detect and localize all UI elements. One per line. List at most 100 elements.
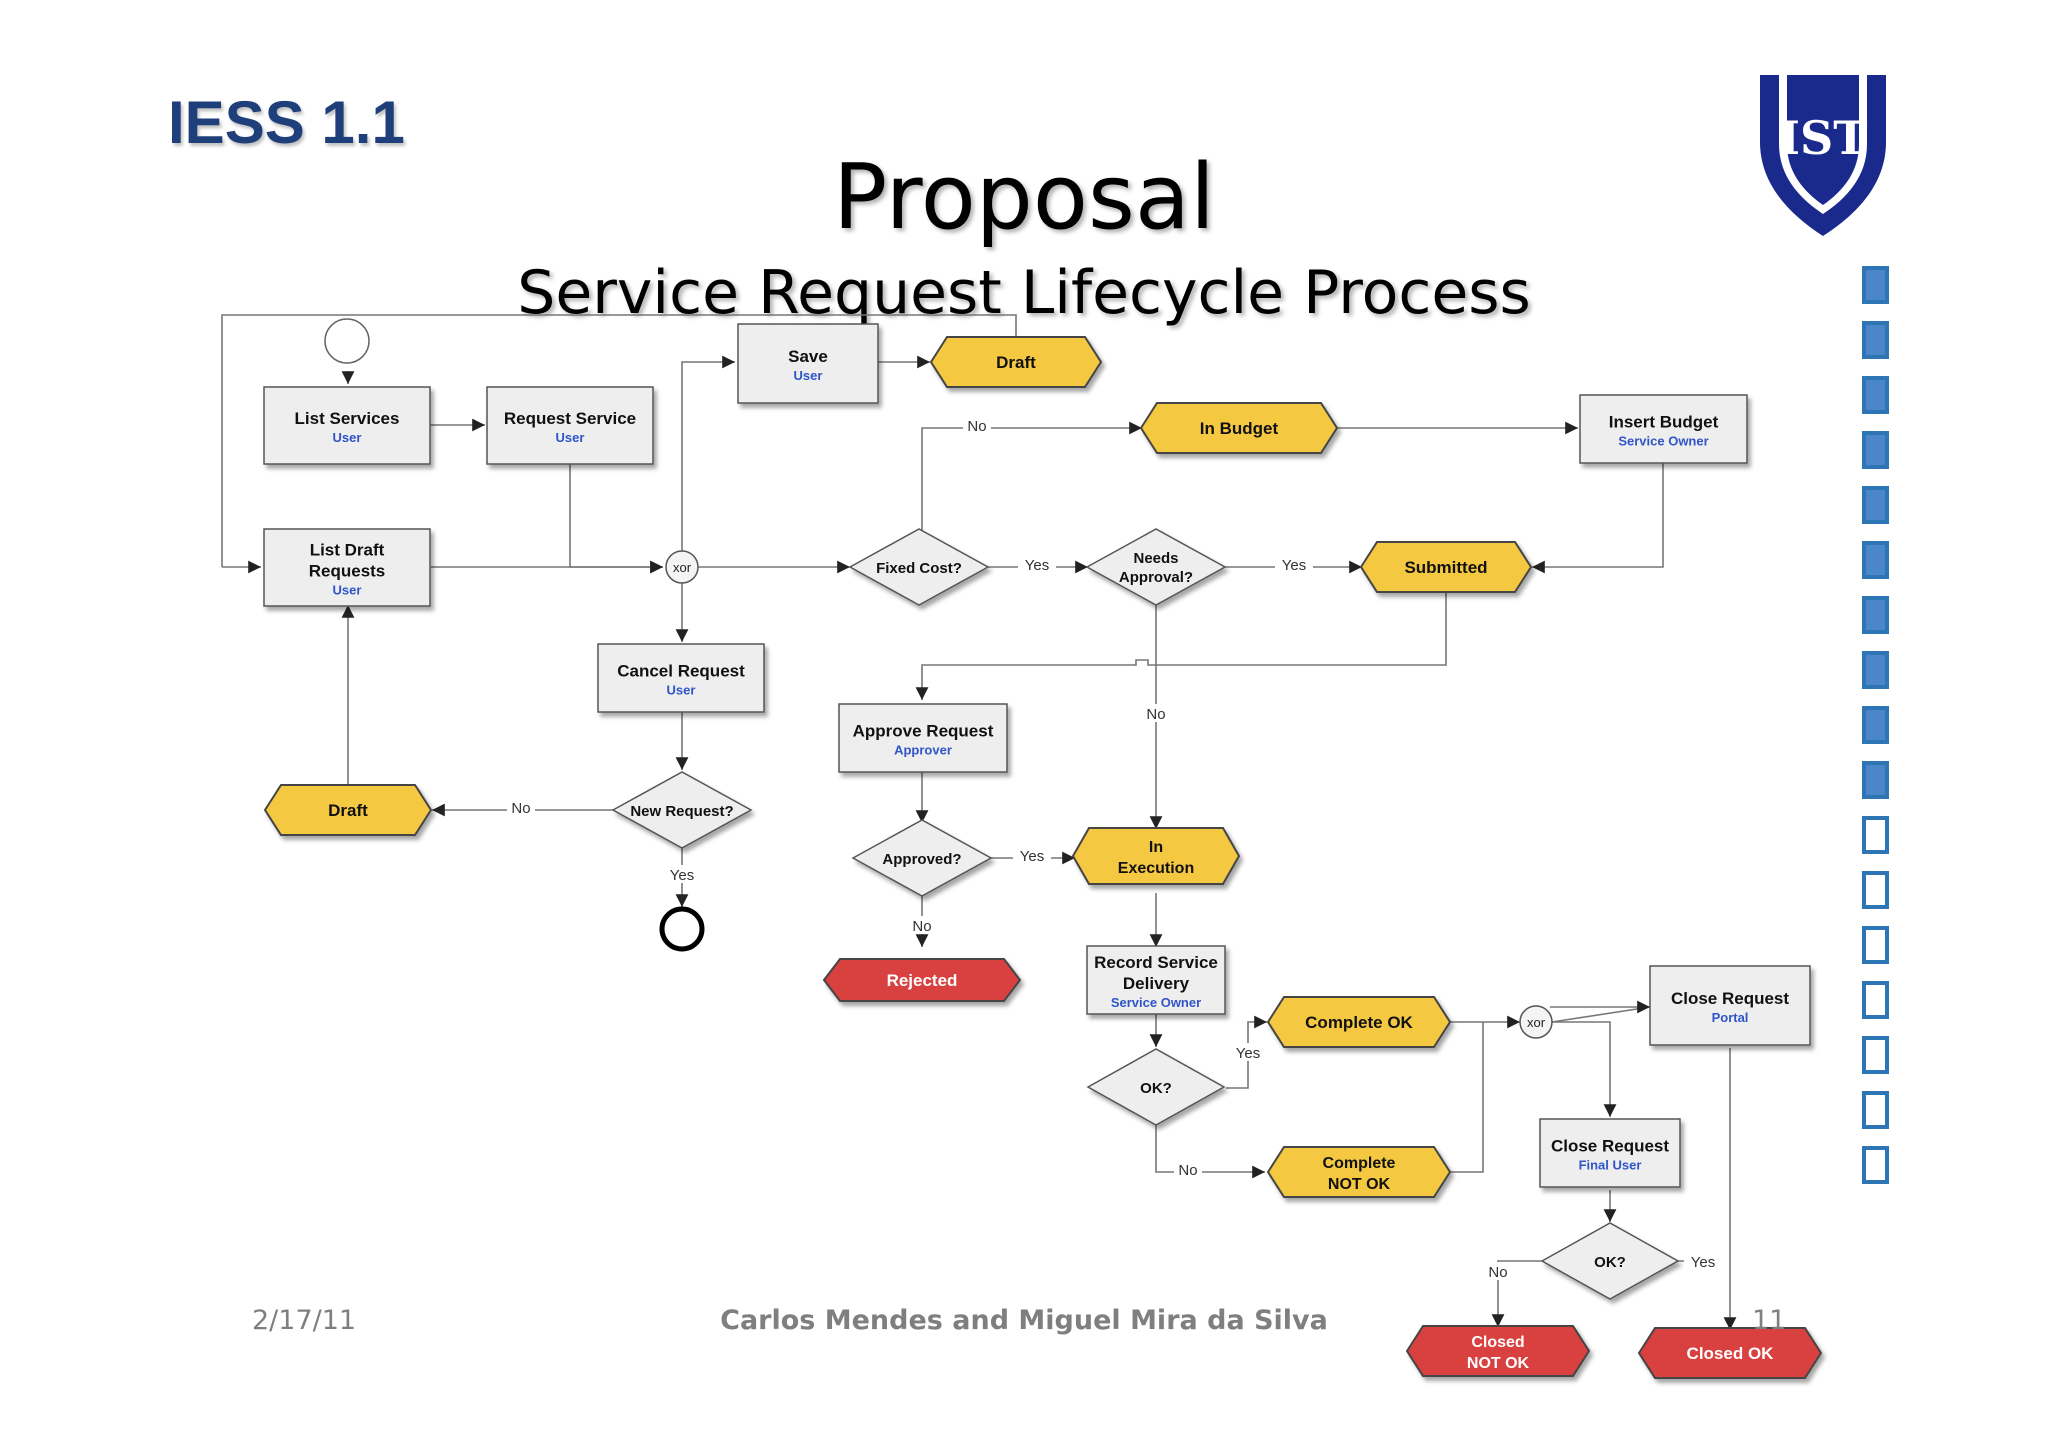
flow-connector (1552, 1021, 1617, 1117)
state-label: NOT OK (1328, 1176, 1391, 1193)
edge-label-text: Yes (1691, 1254, 1715, 1271)
decision-fixed-cost: Fixed Cost? (848, 528, 990, 606)
task-label: Cancel Request (617, 662, 745, 681)
state-label: Rejected (887, 971, 958, 990)
state-label: Submitted (1404, 558, 1487, 577)
task-label: Requests (309, 562, 386, 581)
slide-title: Proposal (832, 145, 1216, 250)
decision-approved: Approved? (851, 819, 993, 897)
flow-connector (915, 659, 1164, 700)
edge-label-no-ok1: No (1174, 1160, 1202, 1179)
progress-square (1862, 871, 1889, 909)
task-role: User (333, 430, 362, 445)
flow-connector (681, 355, 735, 552)
progress-square (1862, 431, 1889, 469)
edge-label-no-approved: No (908, 916, 936, 935)
edge-label-text: No (1488, 1264, 1507, 1281)
edge-label-text: Yes (1020, 848, 1044, 865)
decision-label: Approved? (882, 851, 961, 868)
edge-label-yes-ok2: Yes (1684, 1252, 1722, 1271)
edge-label-no-fixed: No (963, 416, 991, 435)
task-label: Request Service (504, 409, 636, 428)
flow-connector (1450, 1022, 1484, 1173)
progress-square (1862, 706, 1889, 744)
ist-shield-logo: IST (1760, 75, 1886, 236)
edge-label-text: No (1146, 706, 1165, 723)
svg-text:IST: IST (1779, 111, 1868, 165)
task-role: User (333, 583, 362, 598)
task-label: Save (788, 347, 828, 366)
slide-subtitle: Service Request Lifecycle Process (517, 258, 1531, 328)
footer-authors: Carlos Mendes and Miguel Mira da Silva (720, 1305, 1328, 1336)
edge-label-yes-approved: Yes (1013, 846, 1051, 865)
decision-ok-final: OK? (1540, 1222, 1680, 1300)
state-label: In (1149, 839, 1163, 856)
flow-connector (1532, 463, 1664, 574)
state-complete-ok: Complete OK (1266, 996, 1452, 1048)
state-label: Execution (1118, 860, 1194, 877)
edge-label-text: Yes (670, 867, 694, 884)
edge-label-text: Yes (1025, 557, 1049, 574)
edge-label-no-ok2: No (1484, 1262, 1512, 1281)
task-label: Record Service (1094, 953, 1218, 972)
state-label: Closed (1471, 1334, 1524, 1351)
progress-square (1862, 981, 1889, 1019)
decision-new-request: New Request? (611, 771, 753, 849)
slide-progress-indicator (1862, 266, 1889, 1201)
state-draft-top: Draft (929, 336, 1103, 388)
progress-square (1862, 541, 1889, 579)
progress-square (1862, 1091, 1889, 1129)
decision-label: OK? (1140, 1080, 1172, 1097)
edge-label-text: Yes (1282, 557, 1306, 574)
start-event (324, 318, 370, 364)
state-rejected: Rejected (822, 958, 1022, 1002)
flow-connector (1164, 592, 1447, 666)
gateway-xor-main: xor (665, 550, 699, 584)
gateway-label: xor (1527, 1015, 1546, 1030)
edge-label-yes-new: Yes (663, 865, 701, 884)
decision-label: New Request? (630, 803, 733, 820)
progress-square (1862, 486, 1889, 524)
edge-label-text: No (967, 418, 986, 435)
state-in-budget: In Budget (1139, 402, 1339, 454)
state-submitted: Submitted (1359, 541, 1533, 593)
edge-label-text: No (511, 800, 530, 817)
state-draft-left: Draft (263, 784, 433, 836)
footer-date: 2/17/11 (252, 1305, 357, 1336)
flow-connector (569, 464, 663, 574)
task-label: Close Request (1671, 989, 1789, 1008)
progress-square (1862, 596, 1889, 634)
task-label: Close Request (1551, 1137, 1669, 1156)
state-label: NOT OK (1467, 1355, 1530, 1372)
gateway-label: xor (673, 560, 692, 575)
task-label: Approve Request (853, 722, 994, 741)
task-label: List Services (295, 409, 400, 428)
progress-square (1862, 926, 1889, 964)
footer-page-number: 11 (1752, 1305, 1787, 1336)
flow-connector (1491, 1260, 1542, 1327)
state-label: Complete OK (1305, 1013, 1413, 1032)
state-label: Draft (996, 353, 1036, 372)
edge-label-text: No (912, 918, 931, 935)
decision-label: Needs (1133, 550, 1178, 567)
task-role: User (667, 683, 696, 698)
state-label: In Budget (1200, 419, 1279, 438)
task-role: Service Owner (1111, 995, 1201, 1010)
edge-label-yes-fixed: Yes (1018, 555, 1056, 574)
progress-square (1862, 651, 1889, 689)
state-label: Complete (1323, 1155, 1396, 1172)
task-role: Approver (894, 743, 952, 758)
state-closed-ok: Closed OK (1637, 1327, 1823, 1379)
end-event (659, 906, 705, 952)
progress-square (1862, 266, 1889, 304)
